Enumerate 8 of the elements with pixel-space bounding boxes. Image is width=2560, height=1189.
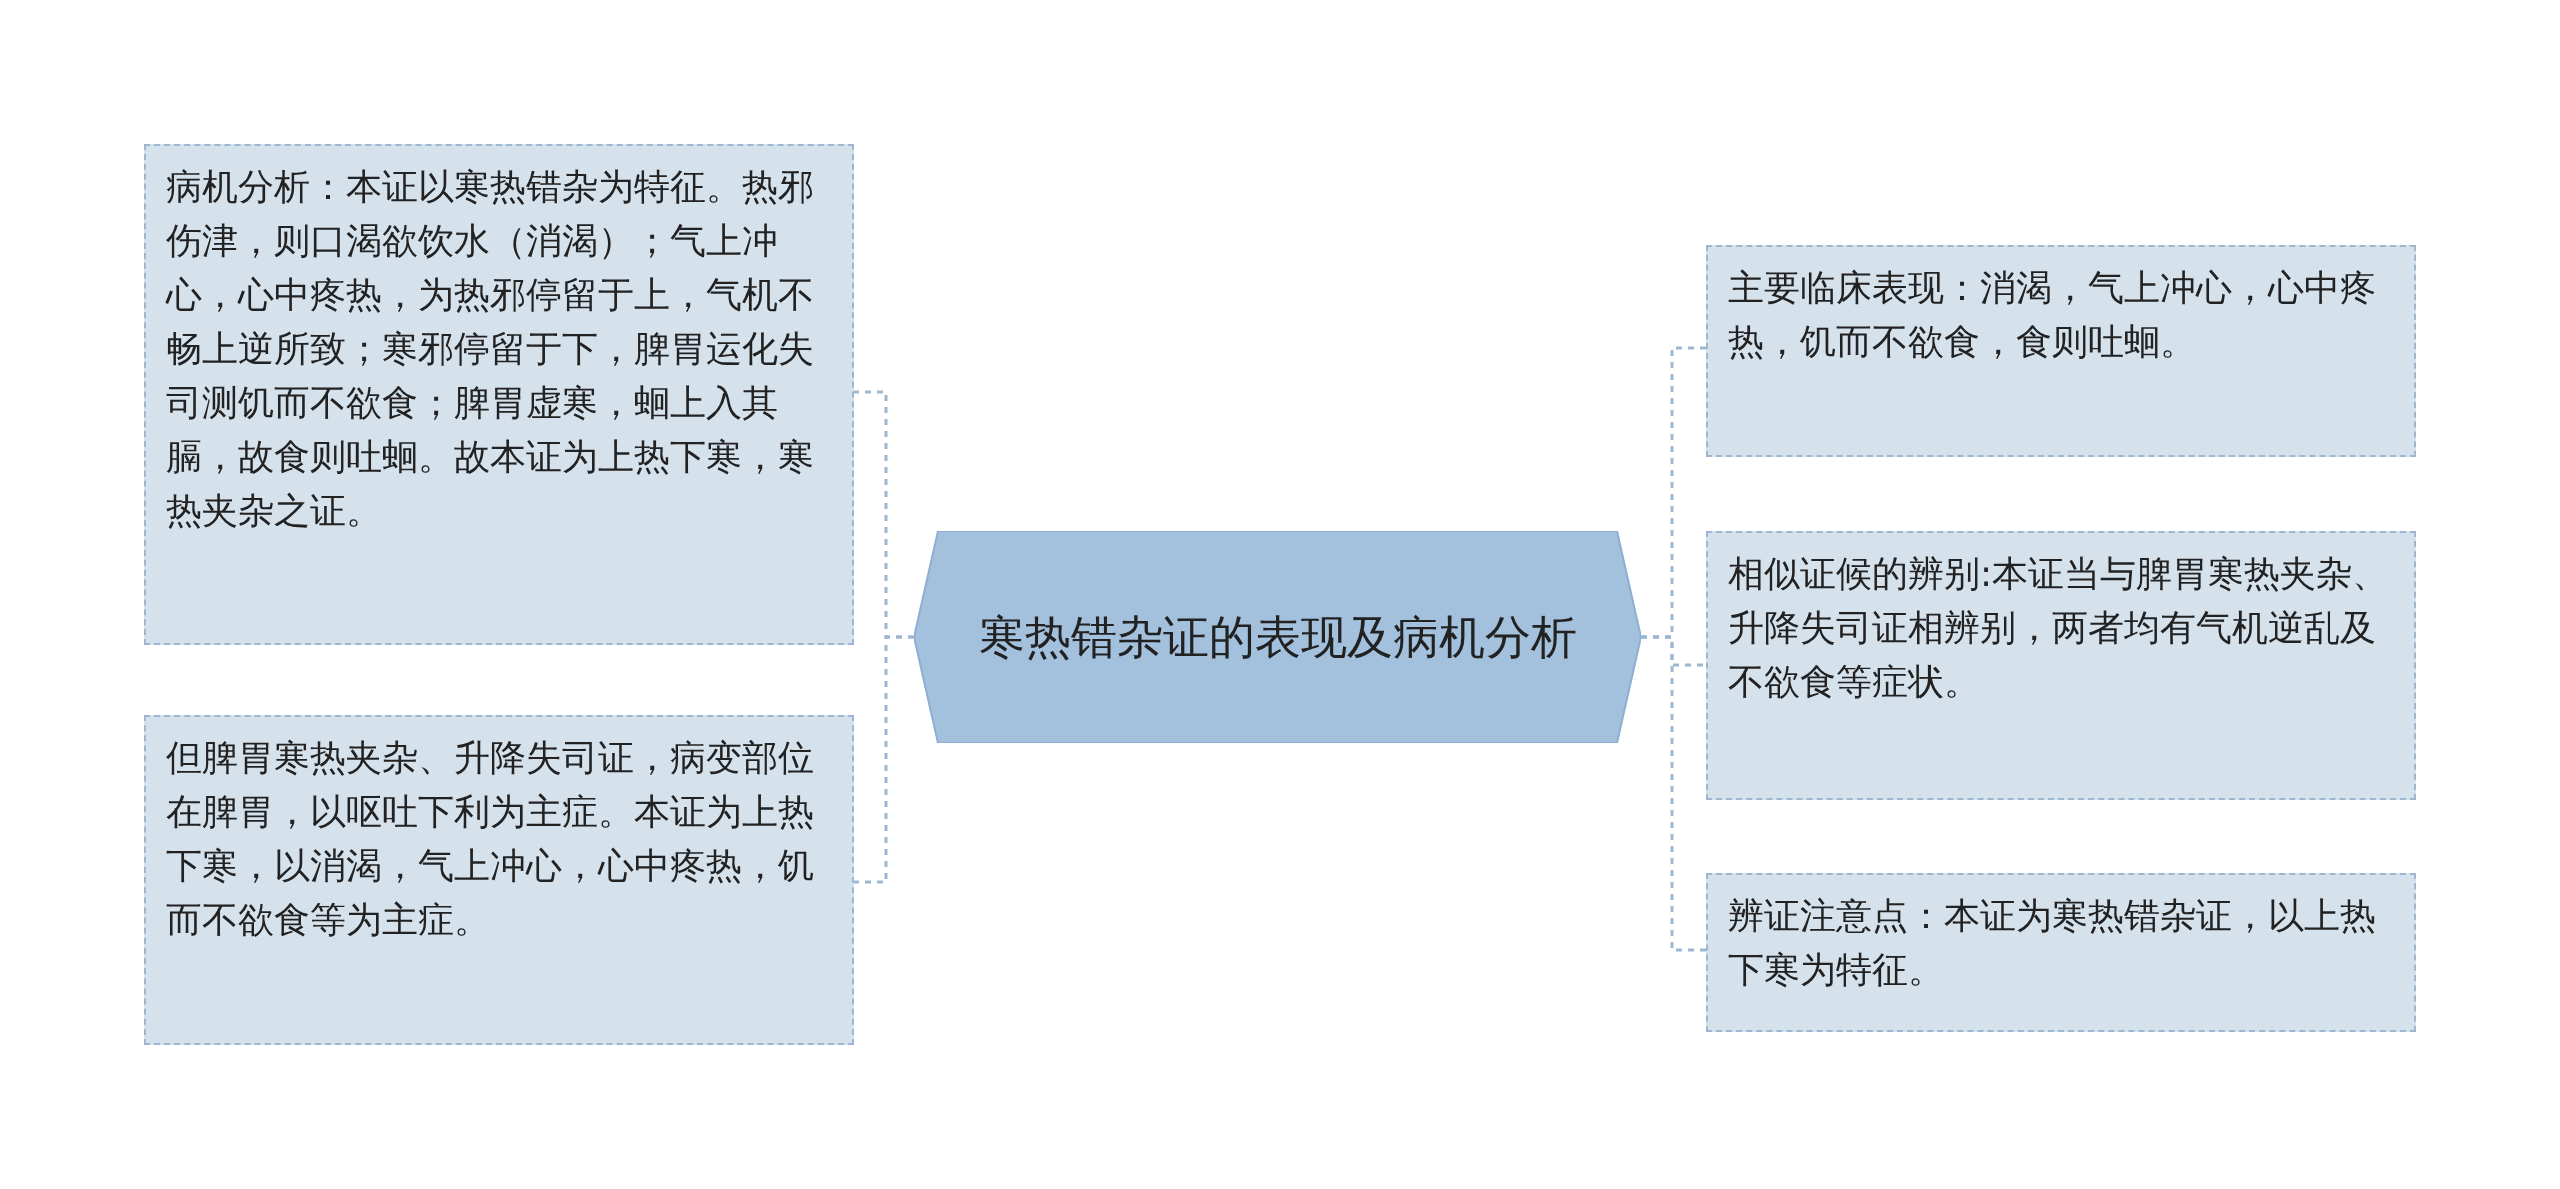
central-topic: 寒热错杂证的表现及病机分析 bbox=[914, 531, 1641, 743]
connector bbox=[1641, 635, 1706, 952]
topic-box: 但脾胃寒热夹杂、升降失司证，病变部位在脾胃，以呕吐下利为主症。本证为上热下寒，以消渴，气上冲心，心中疼热，饥而不欲食等为主症。 bbox=[144, 715, 854, 1045]
topic-box: 辨证注意点：本证为寒热错杂证，以上热下寒为特征。 bbox=[1706, 873, 2416, 1032]
topic-box: 相似证候的辨别:本证当与脾胃寒热夹杂、升降失司证相辨别，两者均有气机逆乱及不欲食等症状。 bbox=[1706, 531, 2416, 800]
topic-box: 主要临床表现：消渴，气上冲心，心中疼热，饥而不欲食，食则吐蛔。 bbox=[1706, 245, 2416, 457]
topic-box: 病机分析：本证以寒热错杂为特征。热邪伤津，则口渴欲饮水（消渴）；气上冲心，心中疼热，为热邪停留于上，气机不畅上逆所致；寒邪停留于下，脾胃运化失司测饥而不欲食；脾胃虚寒，蛔上入其膈，故食则吐蛔。故本证为上热下寒，寒热夹杂之证。 bbox=[144, 144, 854, 645]
connector bbox=[854, 635, 914, 884]
